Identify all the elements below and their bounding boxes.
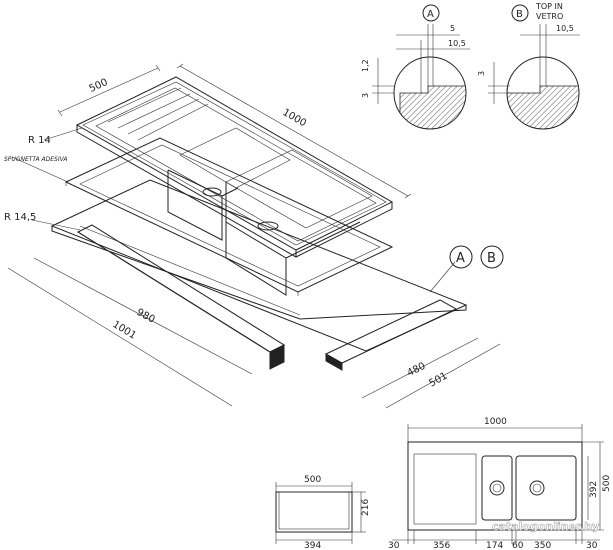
small-dim-216: 216 [361, 499, 371, 516]
plan-bottom-dim-2: 174 [486, 541, 503, 550]
section-view-small: 500 216 394 [275, 475, 371, 550]
svg-text:A: A [456, 251, 465, 266]
adhesive-sponge-layer [64, 137, 394, 296]
small-dim-500: 500 [304, 475, 321, 485]
plan-dim-500: 500 [602, 475, 612, 492]
plan-bottom-dim-4: 350 [534, 541, 551, 550]
plan-dim-1000: 1000 [484, 417, 507, 427]
adhesive-sponge-label: SPUGNETTA ADESIVA [4, 156, 67, 163]
dim-500-label: 500 [88, 77, 110, 95]
svg-text:B: B [487, 251, 496, 266]
top-plan-view: 1000 392 500 30 356 174 60 350 30 [388, 417, 612, 550]
detail-b-label: B [516, 9, 523, 20]
detail-b-note-2: VETRO [536, 12, 563, 21]
dim-1000-iso: 1000 [176, 63, 412, 199]
callout-b-iso: B [480, 245, 504, 269]
plan-bottom-dim-1: 356 [433, 541, 450, 550]
detail-a-dim-10-5: 10,5 [448, 39, 466, 48]
radius-bottom-label: R 14,5 [4, 212, 36, 223]
detail-b-dim-10-5: 10,5 [556, 24, 574, 33]
dim-980-iso: 980 [33, 257, 253, 375]
glass-top-plate [50, 179, 468, 371]
dim-980-label: 980 [135, 307, 157, 326]
drainer-ribs [107, 87, 209, 141]
small-dim-394: 394 [304, 541, 321, 550]
detail-b: B TOP IN VETRO 10,5 3 [477, 2, 580, 130]
detail-a: A 5 10,5 1,2 3 [361, 4, 470, 130]
detail-a-dim-1-2: 1,2 [361, 59, 370, 72]
detail-a-dim-5: 5 [450, 24, 455, 33]
plan-dim-392: 392 [589, 481, 599, 498]
detail-b-dim-3: 3 [477, 71, 486, 76]
detail-b-note-1: TOP IN [535, 2, 563, 11]
detail-a-dim-3: 3 [361, 93, 370, 98]
dim-1001-label: 1001 [110, 319, 137, 342]
watermark: catalogonliner.by [492, 520, 599, 533]
plan-bottom-dim-3: 60 [512, 541, 524, 550]
dim-500-iso: 500 [57, 64, 161, 117]
detail-a-label: A [427, 9, 434, 20]
dim-501-label: 501 [427, 371, 449, 390]
large-bowl [225, 149, 373, 296]
dim-1001-iso: 1001 [7, 267, 233, 407]
radius-top-label: R 14 [28, 135, 51, 146]
dim-501-iso: 501 [385, 343, 501, 409]
small-bowl [167, 127, 291, 241]
plan-bottom-dim-5: 30 [586, 541, 598, 550]
dim-480-label: 480 [405, 361, 427, 379]
plan-bottom-dim-0: 30 [388, 541, 400, 550]
callout-a-iso: A [449, 245, 473, 269]
